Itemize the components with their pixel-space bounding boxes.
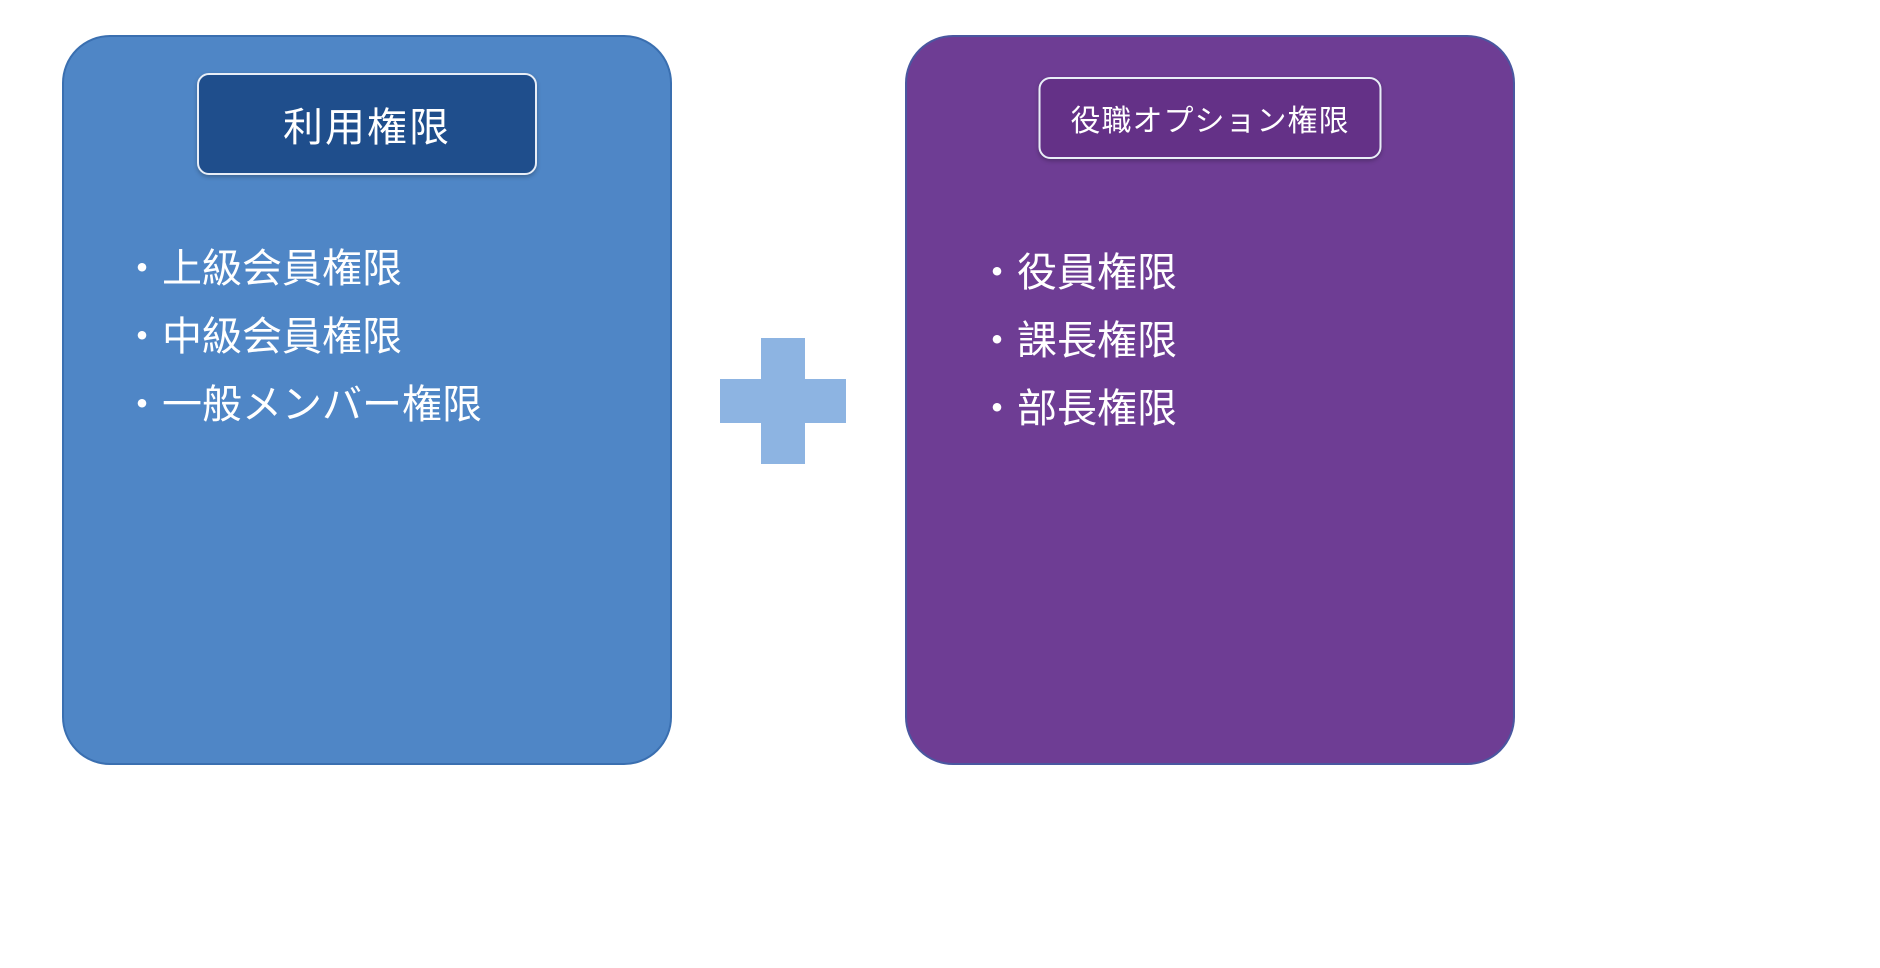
role-option-permissions-title-badge: 役職オプション権限 <box>1038 77 1382 159</box>
role-option-permissions-box: 役職オプション権限 ・役員権限 ・課長権限 ・部長権限 <box>905 35 1515 765</box>
list-item: ・課長権限 <box>977 319 1177 363</box>
list-item: ・中級会員権限 <box>122 315 402 359</box>
list-item: ・役員権限 <box>977 251 1177 295</box>
list-item: ・部長権限 <box>977 387 1177 431</box>
role-option-permissions-title: 役職オプション権限 <box>1070 105 1350 138</box>
usage-permissions-title: 利用権限 <box>283 106 451 150</box>
usage-permissions-box: 利用権限 ・上級会員権限 ・中級会員権限 ・一般メンバー権限 <box>62 35 672 765</box>
list-item: ・上級会員権限 <box>122 247 402 291</box>
role-option-permissions-list: ・役員権限 ・課長権限 ・部長権限 <box>977 239 1177 443</box>
usage-permissions-list: ・上級会員権限 ・中級会員権限 ・一般メンバー権限 <box>122 235 482 439</box>
list-item: ・一般メンバー権限 <box>122 383 482 427</box>
usage-permissions-title-badge: 利用権限 <box>197 73 537 175</box>
plus-icon <box>720 338 846 464</box>
